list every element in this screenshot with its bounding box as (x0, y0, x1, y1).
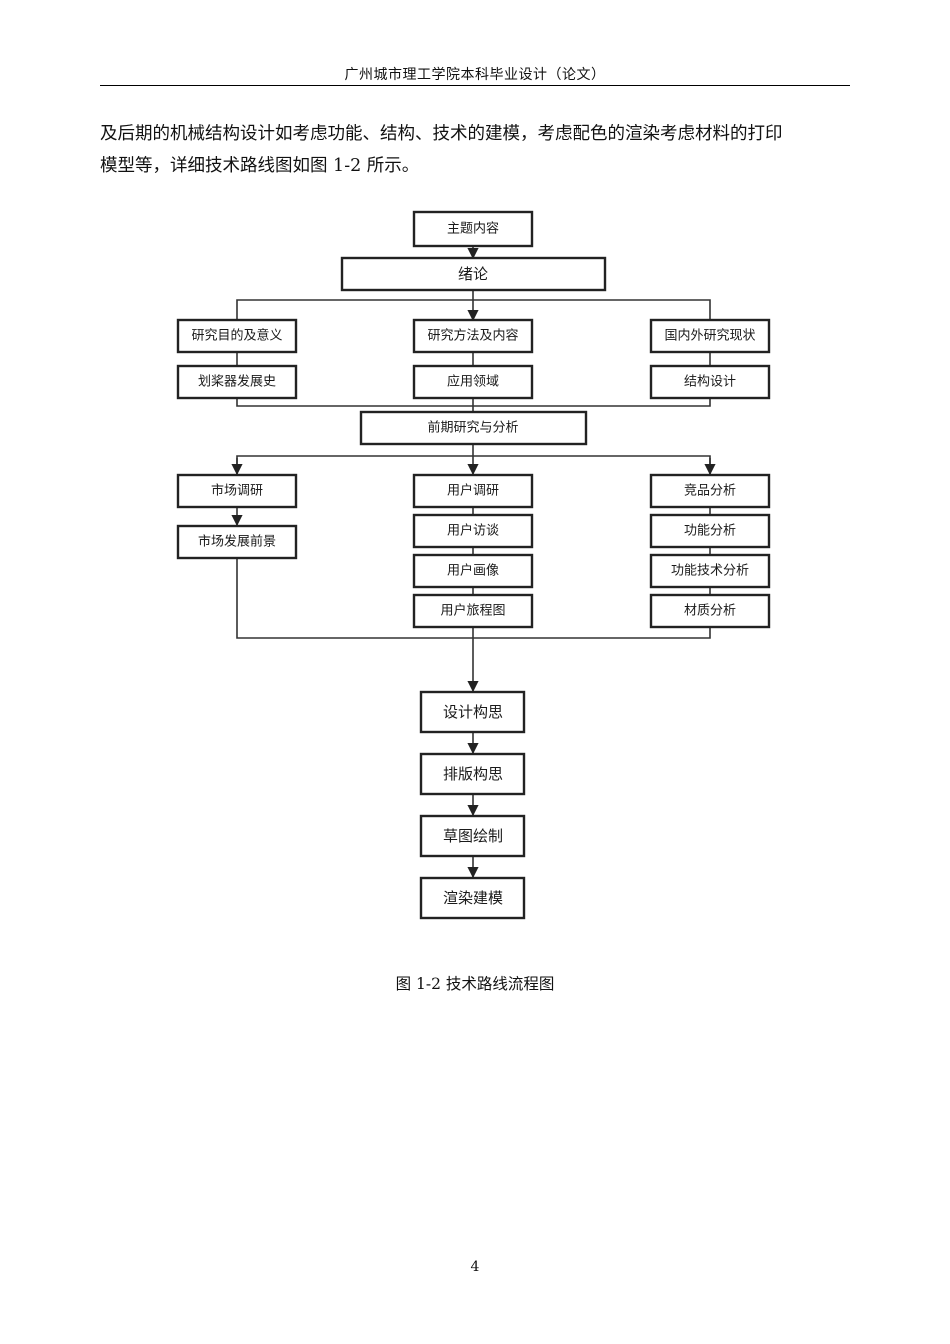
page-number: 4 (470, 1259, 480, 1275)
flowchart-connectors (231, 246, 716, 879)
box-preliminary: 前期研究与分析 (359, 410, 588, 446)
body-line-2: 模型等，详细技术路线图如图 1-2 所示。 (100, 156, 420, 176)
box-function-analysis-label: 功能分析 (684, 524, 736, 539)
body-paragraph: 及后期的机械结构设计如考虑功能、结构、技术的建模，考虑配色的渲染考虑材料的打印 … (100, 118, 852, 182)
box-design-concept: 设计构思 (419, 690, 526, 734)
box-layout-concept: 排版构思 (419, 752, 526, 796)
header-divider (100, 85, 850, 86)
box-research-purpose-label: 研究目的及意义 (191, 328, 282, 344)
box-research-purpose: 研究目的及意义 (176, 318, 298, 354)
box-user-journey-label: 用户旅程图 (440, 603, 505, 619)
page-header-title: 广州城市理工学院本科毕业设计（论文） (344, 67, 606, 83)
box-market-research: 市场调研 (176, 473, 298, 509)
connector-intro-branches (236, 299, 711, 320)
box-research-method: 研究方法及内容 (412, 318, 534, 354)
box-market-research-label: 市场调研 (211, 483, 263, 499)
box-material-analysis-label: 材质分析 (684, 604, 736, 619)
box-market-prospect: 市场发展前景 (176, 524, 298, 560)
box-paddle-history-label: 划桨器发展史 (198, 374, 276, 390)
box-domestic-foreign: 国内外研究现状 (649, 318, 771, 354)
box-material-analysis: 材质分析 (649, 593, 771, 629)
box-application-field: 应用领域 (412, 364, 534, 400)
box-user-interview-label: 用户访谈 (447, 523, 499, 539)
box-competitor-analysis: 竞品分析 (649, 473, 771, 509)
box-user-research-label: 用户调研 (447, 483, 499, 499)
box-market-prospect-label: 市场发展前景 (198, 534, 276, 550)
box-function-tech-analysis: 功能技术分析 (649, 553, 771, 589)
box-layout-concept-label: 排版构思 (443, 765, 503, 783)
box-competitor-analysis-label: 竞品分析 (684, 483, 736, 499)
box-user-interview: 用户访谈 (412, 513, 534, 549)
box-preliminary-label: 前期研究与分析 (427, 420, 518, 436)
box-structure-design-label: 结构设计 (684, 375, 736, 390)
box-paddle-history: 划桨器发展史 (176, 364, 298, 400)
box-function-tech-analysis-label: 功能技术分析 (671, 564, 749, 579)
box-intro: 绪论 (340, 256, 607, 292)
box-user-persona: 用户画像 (412, 553, 534, 589)
box-function-analysis: 功能分析 (649, 513, 771, 549)
body-line-1: 及后期的机械结构设计如考虑功能、结构、技术的建模，考虑配色的渲染考虑材料的打印 (100, 124, 783, 144)
box-design-concept-label: 设计构思 (443, 703, 503, 721)
box-render-modeling-label: 渲染建模 (443, 889, 503, 907)
box-user-journey: 用户旅程图 (412, 593, 534, 629)
box-render-modeling: 渲染建模 (419, 876, 526, 920)
box-intro-label: 绪论 (458, 265, 488, 283)
box-topic: 主题内容 (412, 210, 534, 248)
box-domestic-foreign-label: 国内外研究现状 (664, 328, 755, 344)
box-application-field-label: 应用领域 (447, 374, 499, 390)
box-user-research: 用户调研 (412, 473, 534, 509)
box-research-method-label: 研究方法及内容 (427, 328, 518, 344)
box-sketch-drawing-label: 草图绘制 (443, 827, 503, 845)
figure-caption: 图 1-2 技术路线流程图 (395, 975, 555, 993)
box-topic-label: 主题内容 (447, 221, 499, 237)
box-sketch-drawing: 草图绘制 (419, 814, 526, 858)
box-structure-design: 结构设计 (649, 364, 771, 400)
box-user-persona-label: 用户画像 (447, 563, 499, 579)
